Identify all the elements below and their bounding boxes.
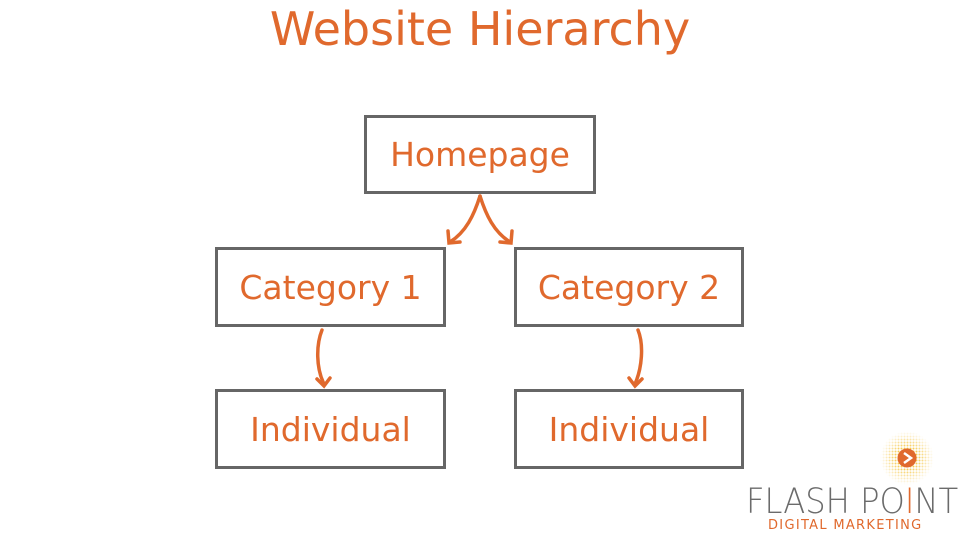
arrow-cat2-to-ind2 [633, 328, 644, 386]
logo-tagline: DIGITAL MARKETING [768, 518, 923, 533]
node-label: Individual [250, 409, 411, 449]
arrowhead-ind1 [315, 376, 332, 389]
logo-text-i: I [904, 482, 915, 522]
arrow-home-to-cat2 [478, 194, 512, 244]
node-label: Homepage [390, 135, 570, 174]
arrow-home-to-cat1 [448, 194, 482, 244]
node-homepage: Homepage [364, 115, 596, 194]
arrowhead-cat2 [498, 229, 514, 245]
logo-text-part2: NT [914, 482, 959, 522]
node-label: Category 1 [239, 267, 422, 307]
node-individual-2: Individual [514, 389, 744, 469]
node-category-1: Category 1 [215, 247, 446, 327]
arrowhead-ind2 [627, 376, 644, 389]
logo-wordmark: FLASH POINT [746, 482, 958, 522]
arrowhead-cat1 [446, 229, 462, 245]
logo-text-part1: FLASH PO [746, 482, 905, 522]
node-label: Category 2 [537, 267, 721, 307]
page-title: Website Hierarchy [269, 2, 691, 56]
node-category-2: Category 2 [514, 247, 744, 327]
node-individual-1: Individual [215, 389, 446, 469]
flashpoint-logo-icon [880, 431, 934, 485]
node-label: Individual [548, 409, 710, 449]
arrow-cat1-to-ind1 [316, 328, 326, 386]
